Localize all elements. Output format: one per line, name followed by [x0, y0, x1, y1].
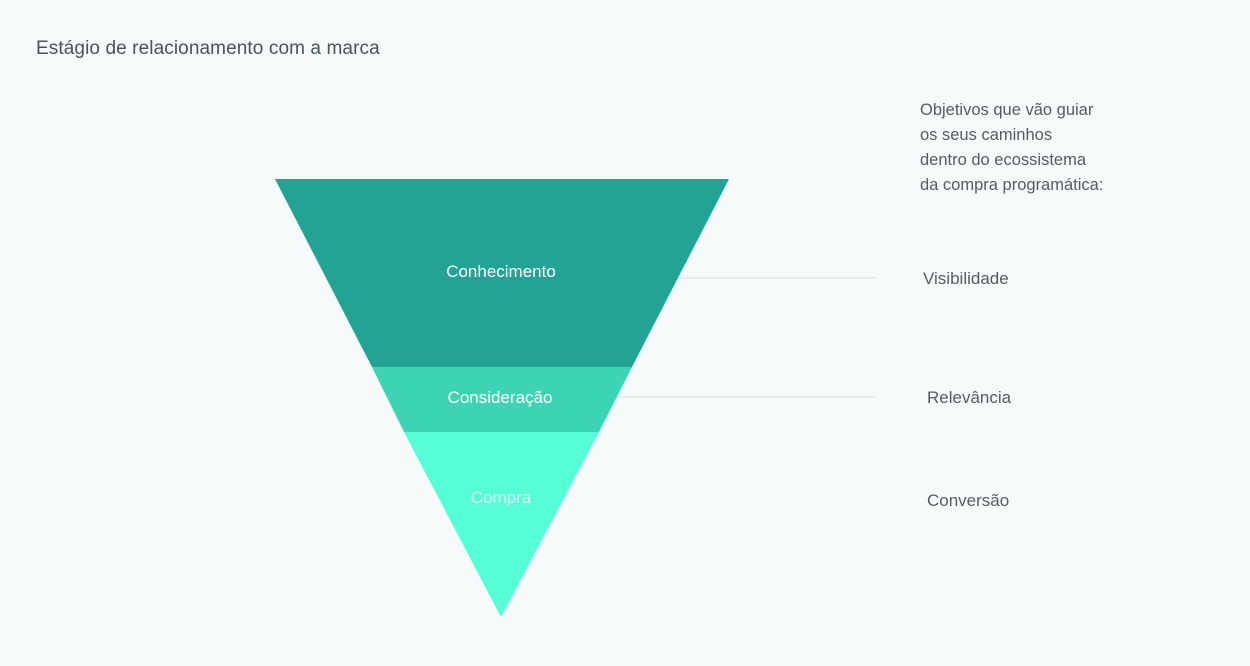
funnel-stage-compra	[404, 432, 599, 617]
objective-conversao: Conversão	[927, 491, 1010, 510]
funnel-stage-consideracao	[372, 367, 632, 432]
objectives-heading-line: Objetivos que vão guiar	[920, 101, 1094, 119]
objectives-heading-line: da compra programática:	[920, 176, 1104, 194]
objectives-heading-line: dentro do ecossistema	[920, 151, 1087, 169]
page-title: Estágio de relacionamento com a marca	[36, 38, 380, 59]
objective-relevancia: Relevância	[927, 388, 1012, 407]
stage-label-conhecimento: Conhecimento	[446, 262, 556, 281]
funnel-stage-conhecimento	[275, 179, 729, 367]
objectives-heading: Objetivos que vão guiar os seus caminhos…	[920, 98, 1103, 198]
objectives-heading-line: os seus caminhos	[920, 126, 1053, 144]
objective-visibilidade: Visibilidade	[923, 269, 1009, 288]
stage-label-compra: Compra	[470, 488, 532, 507]
stage-label-consideracao: Consideração	[447, 388, 553, 407]
